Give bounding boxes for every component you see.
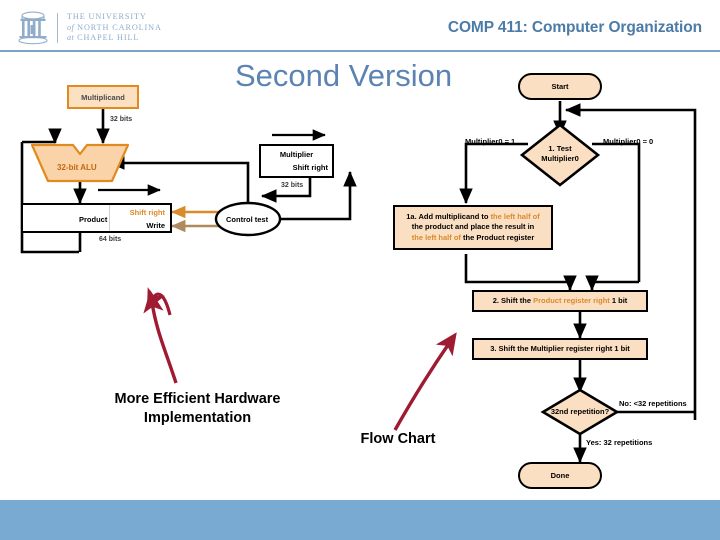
product-write-label: Write	[146, 221, 165, 230]
step3-text: 3. Shift the Multiplier register right 1…	[490, 343, 630, 353]
test-line-1: 1. Test	[548, 144, 572, 153]
product-bits-label: 64 bits	[99, 236, 122, 243]
logo-divider	[57, 13, 58, 43]
course-title: COMP 411: Computer Organization	[447, 19, 702, 36]
multiplier-register: Multiplier Shift right	[259, 144, 334, 178]
step1a-text-5: the Product register	[462, 232, 535, 242]
multiplier-bits-label: 32 bits	[281, 182, 304, 189]
unc-logo: THE UNIVERSITY of NORTH CAROLINA at CHAP…	[16, 8, 216, 48]
product-half-divider	[109, 205, 110, 231]
flowchart-step-2: 2. Shift the Product register right 1 bi…	[472, 290, 648, 312]
edge-label-yes-32-repetitions: Yes: 32 repetitions	[586, 438, 653, 447]
footer-bar	[0, 500, 720, 540]
step1a-text-1: 1a. Add multiplicand to	[406, 211, 491, 221]
step1a-text-4: the left half of	[411, 232, 463, 242]
control-test-label: Control test	[226, 215, 269, 224]
step2-text-3: 1 bit	[609, 295, 628, 305]
test-multiplier0-label: 1. Test Multiplier0	[522, 144, 598, 164]
product-label: Product	[79, 215, 108, 224]
university-line-1: THE UNIVERSITY	[67, 12, 147, 22]
done-label: Done	[550, 471, 570, 480]
step1a-text-2: the left half of	[490, 211, 540, 221]
hardware-note-line-2: Implementation	[143, 410, 252, 426]
multiplicand-register: Multiplicand	[67, 85, 139, 109]
flowchart-step-3: 3. Shift the Multiplier register right 1…	[472, 338, 648, 360]
multiplier-shift-right-label: Shift right	[292, 163, 328, 172]
hardware-note-line-1: More Efficient Hardware	[114, 391, 281, 407]
repetition-decision-label: 32nd repetition?	[550, 407, 610, 416]
flowchart-step-1a: 1a. Add multiplicand to the left half of…	[393, 205, 553, 250]
step2-text-2: Product register right	[533, 295, 610, 305]
start-label: Start	[551, 82, 569, 91]
test-line-2: Multiplier0	[541, 154, 579, 163]
university-line-3: at CHAPEL HILL	[67, 33, 140, 43]
university-wordmark: THE UNIVERSITY of NORTH CAROLINA at CHAP…	[67, 12, 162, 44]
slide-title: Second Version	[235, 58, 453, 93]
edge-label-multiplier0-eq-1: Multiplier0 = 1	[465, 137, 516, 146]
old-well-columns-icon	[18, 11, 48, 45]
edge-label-multiplier0-eq-0: Multiplier0 = 0	[603, 137, 654, 146]
flowchart-start-node: Start	[518, 73, 602, 100]
alu-label: 32-bit ALU	[57, 163, 97, 172]
flow-chart-note: Flow Chart	[360, 431, 436, 447]
flowchart-done-node: Done	[518, 462, 602, 489]
multiplicand-label: Multiplicand	[81, 92, 125, 102]
step2-text-1: 2. Shift the	[492, 295, 534, 305]
product-register: Product Shift right Write	[21, 203, 172, 233]
step1a-text-3: the product and place the result in	[411, 222, 535, 232]
header-divider-rule	[0, 50, 720, 52]
hardware-implementation-note: More Efficient Hardware Implementation	[85, 390, 310, 428]
multiplicand-bits-label: 32 bits	[110, 116, 133, 123]
multiplier-label: Multiplier	[279, 150, 314, 159]
edge-label-no-less-than-32: No: <32 repetitions	[619, 399, 687, 408]
product-shift-right-label: Shift right	[129, 208, 165, 217]
university-line-2: of NORTH CAROLINA	[67, 22, 162, 32]
